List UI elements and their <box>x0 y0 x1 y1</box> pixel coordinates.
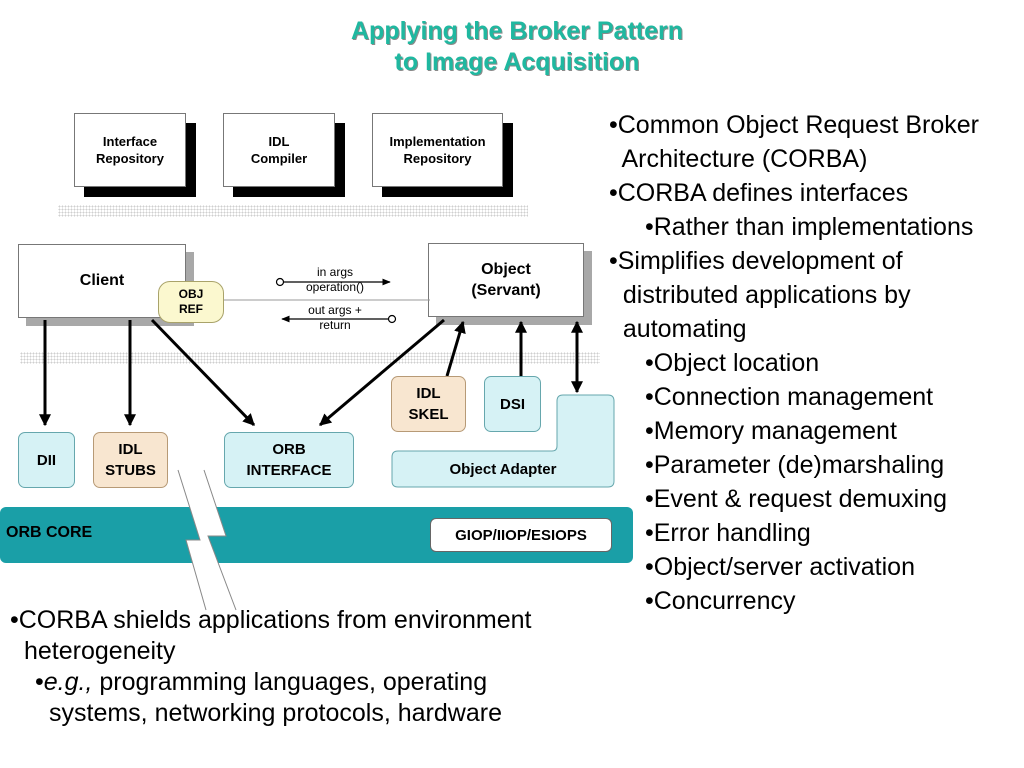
idl-compiler-line-2: Compiler <box>250 151 308 166</box>
right-bullet-10: •Memory management <box>645 417 897 445</box>
right-bullet-8: •Object location <box>645 349 820 377</box>
in-args-label: in args <box>316 265 354 279</box>
break-edge-right <box>203 469 237 611</box>
idl-skel-line-2: SKEL <box>408 406 449 423</box>
request-origin-dot <box>275 277 285 287</box>
break-edge-left <box>177 469 207 611</box>
orb-core-label: ORB CORE <box>6 524 93 541</box>
slide-title: Applying the Broker Pattern to Image Acq… <box>0 16 1024 78</box>
idl-stubs-line-2: STUBS <box>105 462 156 479</box>
implementation-repository-line-1: Implementation <box>389 134 486 149</box>
dii-label: DII <box>36 451 57 469</box>
right-bullet-list: •Common Object Request Broker Architectu… <box>609 108 1024 618</box>
right-bullet-9: •Connection management <box>645 383 934 411</box>
idl-compiler-box: IDL Compiler <box>223 113 335 187</box>
interface-repository-line-2: Repository <box>96 151 164 166</box>
dii-box: DII <box>18 432 75 488</box>
right-bullet-15: •Concurrency <box>645 587 796 615</box>
object-servant-box: Object (Servant) <box>428 243 584 317</box>
operation-label: operation() <box>305 280 365 294</box>
right-bullet-3: •CORBA defines interfaces <box>609 179 909 207</box>
right-bullet-7: automating <box>609 315 747 343</box>
dsi-box: DSI <box>484 376 541 432</box>
implementation-repository-box: Implementation Repository <box>372 113 503 187</box>
idl-skel-box: IDL SKEL <box>391 376 466 432</box>
title-line-2: to Image Acquisition <box>394 48 640 76</box>
bottom-bullet-1-line-1: •CORBA shields applications from environ… <box>10 606 532 634</box>
bottom-bullet-2-marker: • <box>35 668 44 696</box>
client-label: Client <box>79 272 125 289</box>
right-bullet-13: •Error handling <box>645 519 811 547</box>
dotted-band-top <box>58 205 528 217</box>
orb-interface-box: ORB INTERFACE <box>224 432 354 488</box>
right-bullet-1: •Common Object Request Broker <box>609 111 980 139</box>
object-to-orb-interface-arrow <box>319 318 445 427</box>
dotted-band-middle <box>20 352 600 364</box>
bottom-bullet-1: •CORBA shields applications from environ… <box>10 605 620 636</box>
bottom-bullet-1-cont: heterogeneity <box>10 636 620 667</box>
reply-origin-dot <box>387 314 397 324</box>
bottom-bullet-2-line-2: systems, networking protocols, hardware <box>49 699 502 727</box>
right-bullet-5: •Simplifies development of <box>609 247 903 275</box>
obj-ref-box: OBJ REF <box>158 281 224 323</box>
skel-to-object-arrow <box>445 320 466 377</box>
object-label: Object <box>481 261 531 278</box>
out-args-label: out args + <box>308 303 362 317</box>
giop-label: GIOP/IIOP/ESIOPS <box>455 526 587 544</box>
right-bullet-12: •Event & request demuxing <box>645 485 947 513</box>
servant-label: (Servant) <box>471 282 541 299</box>
right-bullet-4: •Rather than implementations <box>645 213 974 241</box>
giop-box: GIOP/IIOP/ESIOPS <box>430 518 612 552</box>
right-bullet-11: •Parameter (de)marshaling <box>645 451 945 479</box>
client-to-orb-interface-arrow <box>150 318 256 427</box>
implementation-repository-line-2: Repository <box>403 151 472 166</box>
reply-label: out args + return <box>290 303 380 333</box>
interface-repository-line-1: Interface <box>102 134 158 149</box>
interface-repository-box: Interface Repository <box>74 113 186 187</box>
object-adapter-label-wrap: Object Adapter <box>392 452 614 487</box>
bottom-bullet-2-cont: systems, networking protocols, hardware <box>10 698 620 729</box>
idl-stubs-box: IDL STUBS <box>93 432 168 488</box>
right-bullet-2: Architecture (CORBA) <box>609 145 868 173</box>
return-label: return <box>319 318 351 332</box>
object-adapter-shape <box>391 394 615 488</box>
obj-ref-line-2: REF <box>179 302 203 316</box>
right-bullet-14: •Object/server activation <box>645 553 915 581</box>
bottom-bullet-2: •e.g., programming languages, operating <box>10 667 620 698</box>
obj-ref-line-1: OBJ <box>178 287 204 301</box>
orb-interface-line-1: ORB <box>272 441 306 458</box>
break-fill <box>178 470 236 610</box>
right-bullet-6: distributed applications by <box>609 281 911 309</box>
title-line-1: Applying the Broker Pattern <box>351 17 683 45</box>
orb-interface-line-2: INTERFACE <box>246 462 332 479</box>
bottom-bullet-2-eg: e.g., <box>43 668 93 696</box>
dsi-label: DSI <box>499 395 525 413</box>
idl-stubs-line-1: IDL <box>118 441 143 458</box>
object-adapter-label: Object Adapter <box>449 461 557 478</box>
request-label: in args operation() <box>290 265 380 295</box>
bottom-bullet-list: •CORBA shields applications from environ… <box>10 605 620 729</box>
idl-skel-line-1: IDL <box>416 385 441 402</box>
bottom-bullet-1-line-2: heterogeneity <box>24 637 176 665</box>
idl-compiler-line-1: IDL <box>268 134 290 149</box>
bottom-bullet-2-line-1: programming languages, operating <box>92 668 488 696</box>
